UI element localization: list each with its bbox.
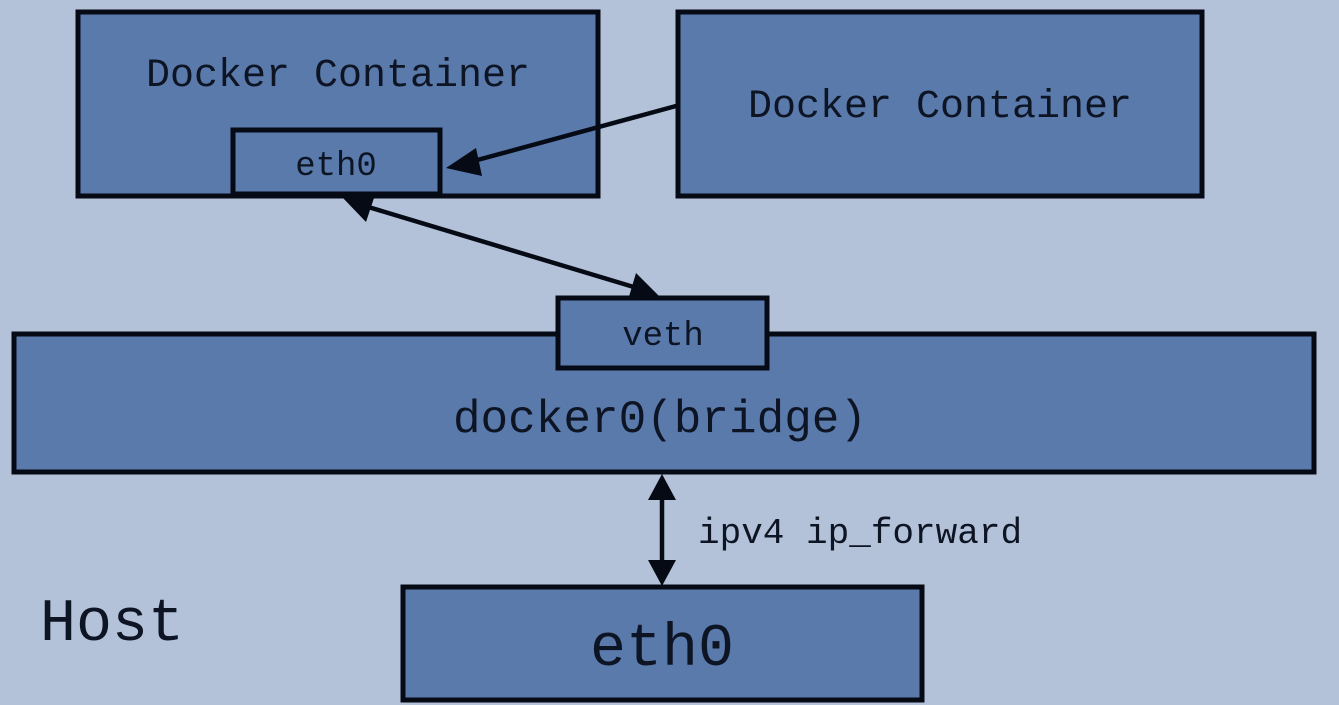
- arrowhead: [446, 148, 482, 176]
- container-eth0-label: eth0: [295, 148, 377, 186]
- eth0-veth-arrow: [364, 203, 638, 291]
- container-1-label: Docker Container: [146, 54, 530, 99]
- veth-label: veth: [622, 318, 704, 356]
- arrowhead: [648, 560, 676, 586]
- container-2-label: Docker Container: [748, 85, 1132, 130]
- bridge-label: docker0(bridge): [453, 394, 867, 446]
- container-1: Docker Container eth0: [75, 9, 601, 199]
- host-label: Host: [40, 591, 184, 659]
- container-eth0-box: [230, 127, 443, 197]
- bridge: docker0(bridge): [11, 331, 1317, 475]
- veth: veth: [555, 295, 770, 371]
- host-eth0: eth0: [400, 584, 925, 703]
- connectors: [343, 103, 677, 586]
- arrowhead: [628, 273, 659, 300]
- container2-to-eth0-arrow: [469, 103, 677, 165]
- arrowhead: [648, 474, 676, 500]
- host-eth0-label: eth0: [590, 616, 734, 684]
- container-2: Docker Container: [675, 9, 1205, 199]
- arrowhead: [343, 195, 375, 222]
- forward-label: ipv4 ip_forward: [698, 513, 1022, 554]
